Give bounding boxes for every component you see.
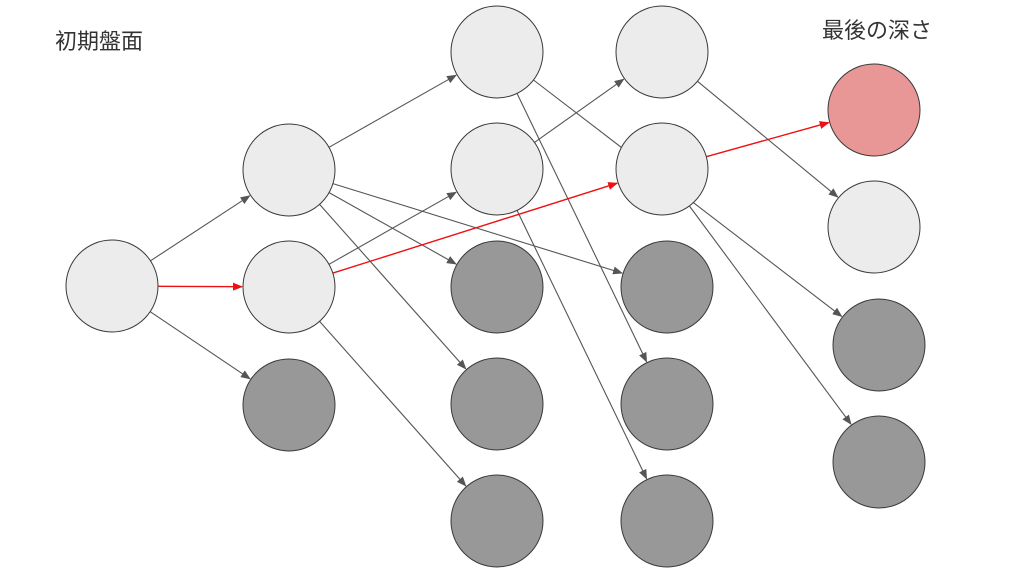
nodes-layer — [65, 5, 926, 568]
edge-d2-2-to-d3-1 — [534, 78, 625, 143]
node-d4-4 — [832, 415, 926, 509]
edge-d2-1-to-d3-4 — [516, 93, 648, 363]
final-depth-label: 最後の深さ — [822, 19, 933, 44]
node-d2-3 — [450, 240, 544, 334]
node-d3-2 — [615, 122, 709, 216]
node-d1-bottom — [242, 358, 336, 452]
initial-board-label: 初期盤面 — [55, 30, 144, 55]
node-d2-1 — [450, 5, 544, 99]
node-d1-top — [242, 123, 336, 217]
edge-d1-mid-to-d2-2 — [328, 191, 457, 265]
edge-root-to-d1-bottom — [149, 311, 251, 380]
node-d3-4 — [620, 357, 714, 451]
edge-d1-top-to-d3-3 — [332, 183, 624, 275]
node-d2-4 — [450, 357, 544, 451]
node-root — [65, 239, 159, 333]
node-d2-2 — [450, 122, 544, 216]
best-path-edge-d3-2-to-d4-1 — [706, 121, 830, 158]
edge-d1-mid-to-d2-5 — [319, 321, 467, 487]
node-d1-mid — [242, 240, 336, 334]
best-path-edge-d1-mid-to-d3-2 — [332, 182, 619, 274]
node-d4-3 — [832, 298, 926, 392]
node-d4-1 — [827, 63, 921, 157]
node-d3-3 — [620, 240, 714, 334]
node-d2-5 — [450, 474, 544, 568]
node-d4-2 — [827, 180, 921, 274]
edge-root-to-d1-top — [150, 195, 251, 262]
edge-d3-2-to-d4-4 — [688, 205, 852, 426]
edge-d1-top-to-d2-4 — [319, 204, 467, 370]
node-d3-5 — [620, 474, 714, 568]
edge-d1-top-to-d2-1 — [328, 74, 457, 148]
edge-d2-2-to-d3-5 — [516, 210, 648, 480]
node-d3-1 — [615, 5, 709, 99]
edges-layer — [149, 74, 852, 487]
